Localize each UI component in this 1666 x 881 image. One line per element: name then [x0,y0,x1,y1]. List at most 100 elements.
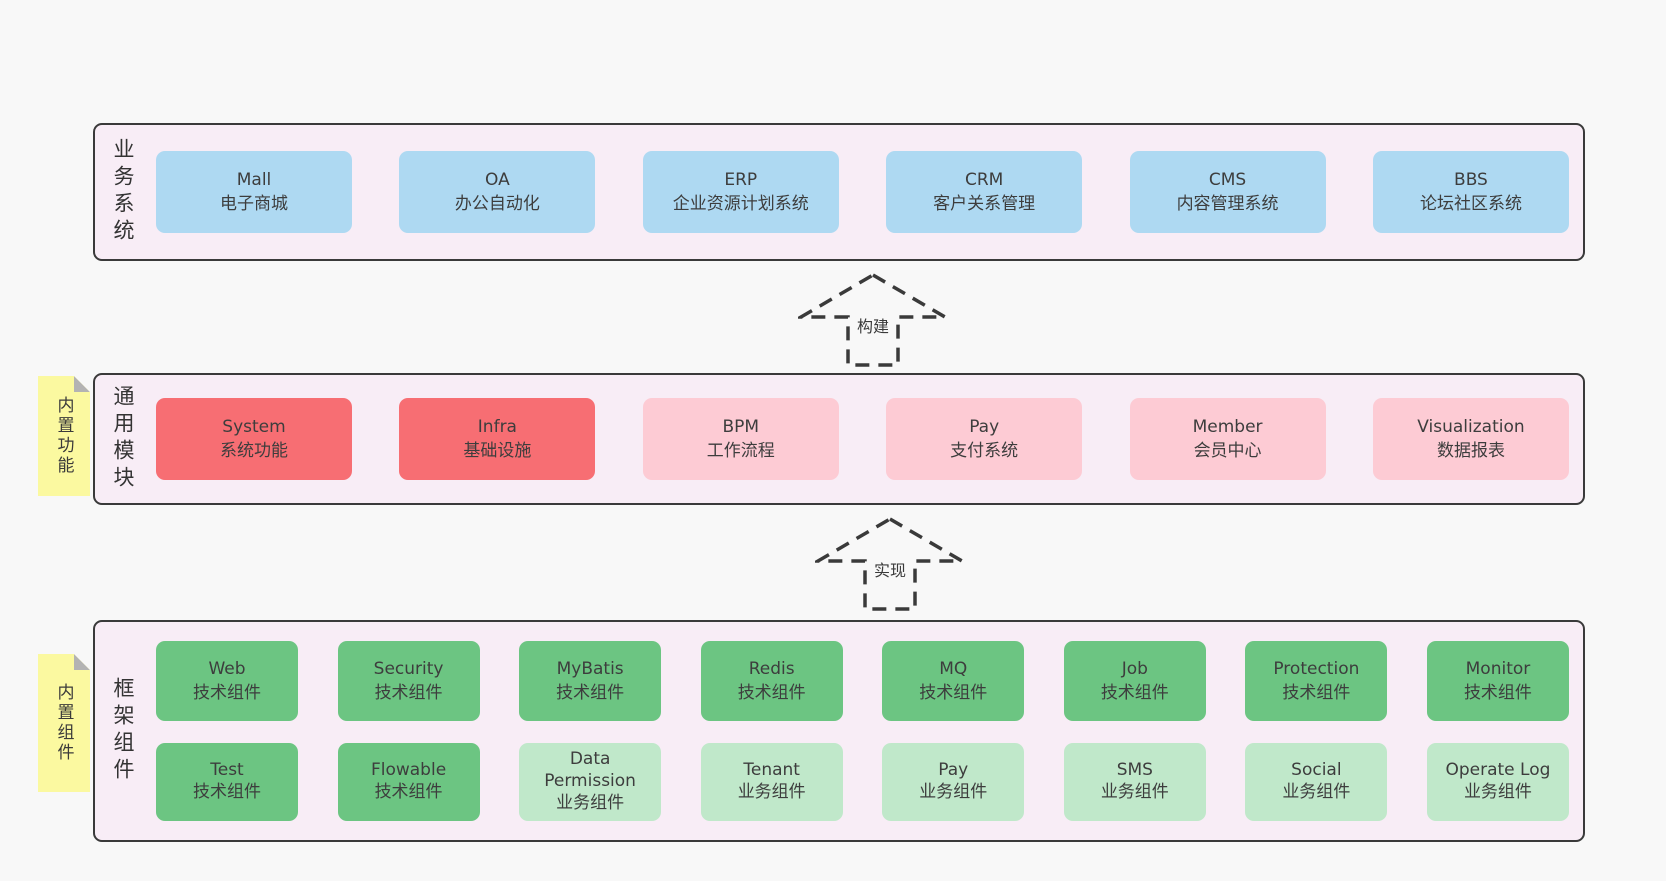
box-subtitle: 技术组件 [919,683,988,703]
box-web: Web 技术组件 [156,641,298,721]
business-boxes: Mall 电子商城 OA 办公自动化 ERP 企业资源计划系统 CRM 客户关系… [138,125,1583,259]
box-title: Pay [938,760,969,781]
sticky-note-built-in-components: 内置组件 [38,654,90,792]
box-subtitle: 技术组件 [1282,683,1351,703]
box-subtitle: 系统功能 [220,441,288,461]
box-subtitle: 技术组件 [737,683,806,703]
box-title: Protection [1273,658,1360,679]
box-subtitle: 技术组件 [374,782,443,802]
box-title: Visualization [1417,416,1525,437]
box-subtitle: 办公自动化 [454,194,540,214]
box-visualization: Visualization 数据报表 [1372,398,1569,480]
box-tenant: Tenant 业务组件 [700,743,843,821]
section-business-label: 业务系统 [111,138,135,246]
box-title: BPM [722,416,760,437]
framework-row-1: Web 技术组件 Security 技术组件 MyBatis 技术组件 Redi… [156,641,1569,721]
box-subtitle: 业务组件 [737,782,806,802]
box-subtitle: 支付系统 [950,441,1019,461]
sticky-note-text: 内置组件 [53,683,74,763]
box-test: Test 技术组件 [156,743,298,821]
section-common-modules: 通用模块 System 系统功能 Infra 基础设施 BPM 工作流程 Pay… [93,373,1585,505]
box-subtitle: 业务组件 [1463,782,1532,802]
section-framework-label: 框架组件 [111,677,135,785]
box-subtitle: 技术组件 [374,683,443,703]
box-title: Infra [477,416,517,437]
box-operate-log: Operate Log 业务组件 [1426,743,1569,821]
box-sms: SMS 业务组件 [1063,743,1206,821]
box-flowable: Flowable 技术组件 [337,743,480,821]
box-pay-component: Pay 业务组件 [882,743,1025,821]
section-modules-label: 通用模块 [111,385,135,493]
box-erp: ERP 企业资源计划系统 [642,151,839,233]
box-job: Job 技术组件 [1063,641,1206,721]
box-title: Redis [748,658,795,679]
box-cms: CMS 内容管理系统 [1129,151,1326,233]
box-system: System 系统功能 [156,398,352,480]
box-crm: CRM 客户关系管理 [886,151,1083,233]
box-title: MQ [939,658,968,679]
box-protection: Protection 技术组件 [1245,641,1388,721]
box-subtitle: 业务组件 [1282,782,1351,802]
box-title: CRM [964,169,1004,190]
folded-corner-icon [74,376,90,392]
box-title: System [222,416,286,437]
box-title: BBS [1454,169,1488,190]
box-subtitle: 工作流程 [706,441,775,461]
box-title: SMS [1116,760,1153,781]
box-subtitle: 企业资源计划系统 [672,194,809,214]
arrow-build: 构建 [798,272,948,368]
box-oa: OA 办公自动化 [399,151,596,233]
box-monitor: Monitor 技术组件 [1426,641,1569,721]
box-subtitle: 技术组件 [1463,683,1532,703]
arrow-implement: 实现 [815,516,965,612]
box-subtitle: 会员中心 [1193,441,1262,461]
box-title: Flowable [370,760,447,781]
arrow-implement-label: 实现 [870,556,910,582]
box-infra: Infra 基础设施 [399,398,596,480]
box-subtitle: 业务组件 [919,782,988,802]
box-social: Social 业务组件 [1245,743,1388,821]
box-subtitle: 业务组件 [1100,782,1169,802]
framework-row-2: Test 技术组件 Flowable 技术组件 Data Permission … [156,743,1569,821]
box-subtitle: 技术组件 [556,683,625,703]
box-subtitle: 业务组件 [556,792,625,813]
box-redis: Redis 技术组件 [700,641,843,721]
box-mq: MQ 技术组件 [882,641,1025,721]
box-title: Social [1291,760,1342,781]
box-title: Operate Log [1445,760,1551,781]
box-title: Security [373,658,444,679]
sticky-note-built-in-functions: 内置功能 [38,376,90,496]
arrow-build-label: 构建 [853,312,893,338]
box-subtitle: 技术组件 [193,683,261,703]
box-title: Mall [236,169,272,190]
sticky-note-text: 内置功能 [53,396,74,476]
box-security: Security 技术组件 [337,641,480,721]
box-title: Job [1121,658,1148,679]
framework-rows: Web 技术组件 Security 技术组件 MyBatis 技术组件 Redi… [138,622,1583,840]
box-subtitle: 内容管理系统 [1176,194,1279,214]
box-title: Pay [969,416,1000,437]
box-title: OA [485,169,510,190]
box-title: Member [1192,416,1263,437]
box-title: Web [208,658,246,679]
box-subtitle: 论坛社区系统 [1419,194,1522,214]
box-title: Data Permission [544,749,636,792]
box-data-permission: Data Permission 业务组件 [519,743,662,821]
box-mall: Mall 电子商城 [156,151,352,233]
box-subtitle: 客户关系管理 [933,194,1036,214]
section-framework-components: 框架组件 Web 技术组件 Security 技术组件 MyBatis 技术组件… [93,620,1585,842]
box-mybatis: MyBatis 技术组件 [519,641,662,721]
box-subtitle: 技术组件 [1100,683,1169,703]
box-subtitle: 技术组件 [193,782,261,802]
box-bbs: BBS 论坛社区系统 [1372,151,1569,233]
box-title: Monitor [1465,658,1531,679]
box-subtitle: 数据报表 [1436,441,1505,461]
box-title: Tenant [743,760,800,781]
box-title: ERP [724,169,758,190]
module-boxes: System 系统功能 Infra 基础设施 BPM 工作流程 Pay 支付系统… [138,375,1583,503]
section-business-systems: 业务系统 Mall 电子商城 OA 办公自动化 ERP 企业资源计划系统 CRM… [93,123,1585,261]
box-subtitle: 电子商城 [220,194,288,214]
box-member: Member 会员中心 [1129,398,1326,480]
box-pay-system: Pay 支付系统 [886,398,1083,480]
